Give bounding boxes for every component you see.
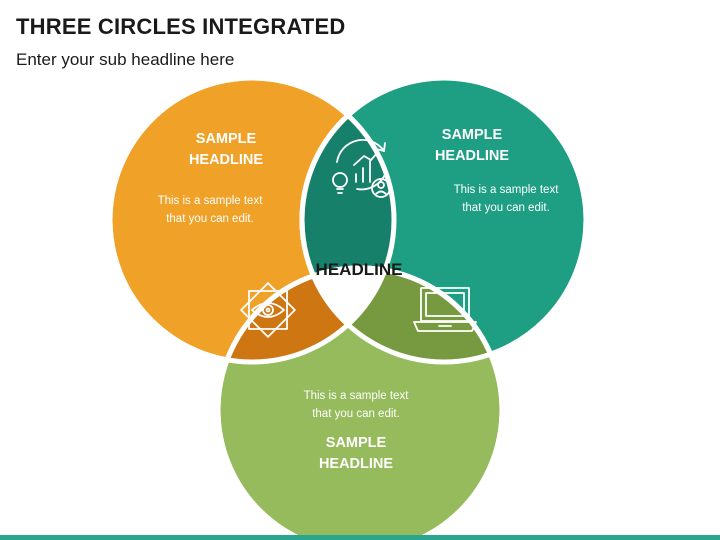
- left-headline-line1: SAMPLE: [196, 131, 257, 147]
- bottom-accent-bar: [0, 535, 720, 540]
- right-headline-line1: SAMPLE: [442, 127, 503, 143]
- left-body-line2: that you can edit.: [166, 213, 254, 225]
- bottom-body-line2: that you can edit.: [312, 408, 400, 420]
- left-body-line1: This is a sample text: [158, 195, 264, 207]
- growth-idea-user-icon: [332, 139, 391, 198]
- page-subtitle: Enter your sub headline here: [16, 50, 235, 69]
- page-title: THREE CIRCLES INTEGRATED: [16, 14, 346, 39]
- bottom-body-line1: This is a sample text: [304, 390, 410, 402]
- right-body-line1: This is a sample text: [454, 184, 560, 196]
- right-headline-line2: HEADLINE: [435, 148, 509, 164]
- laptop-icon: [413, 287, 477, 332]
- bottom-headline-line2: HEADLINE: [319, 456, 393, 472]
- eye-frame-icon: [240, 282, 296, 338]
- right-body-line2: that you can edit.: [462, 202, 550, 214]
- center-headline: HEADLINE: [316, 260, 403, 279]
- bottom-headline-line1: SAMPLE: [326, 435, 387, 451]
- left-headline-line2: HEADLINE: [189, 152, 263, 168]
